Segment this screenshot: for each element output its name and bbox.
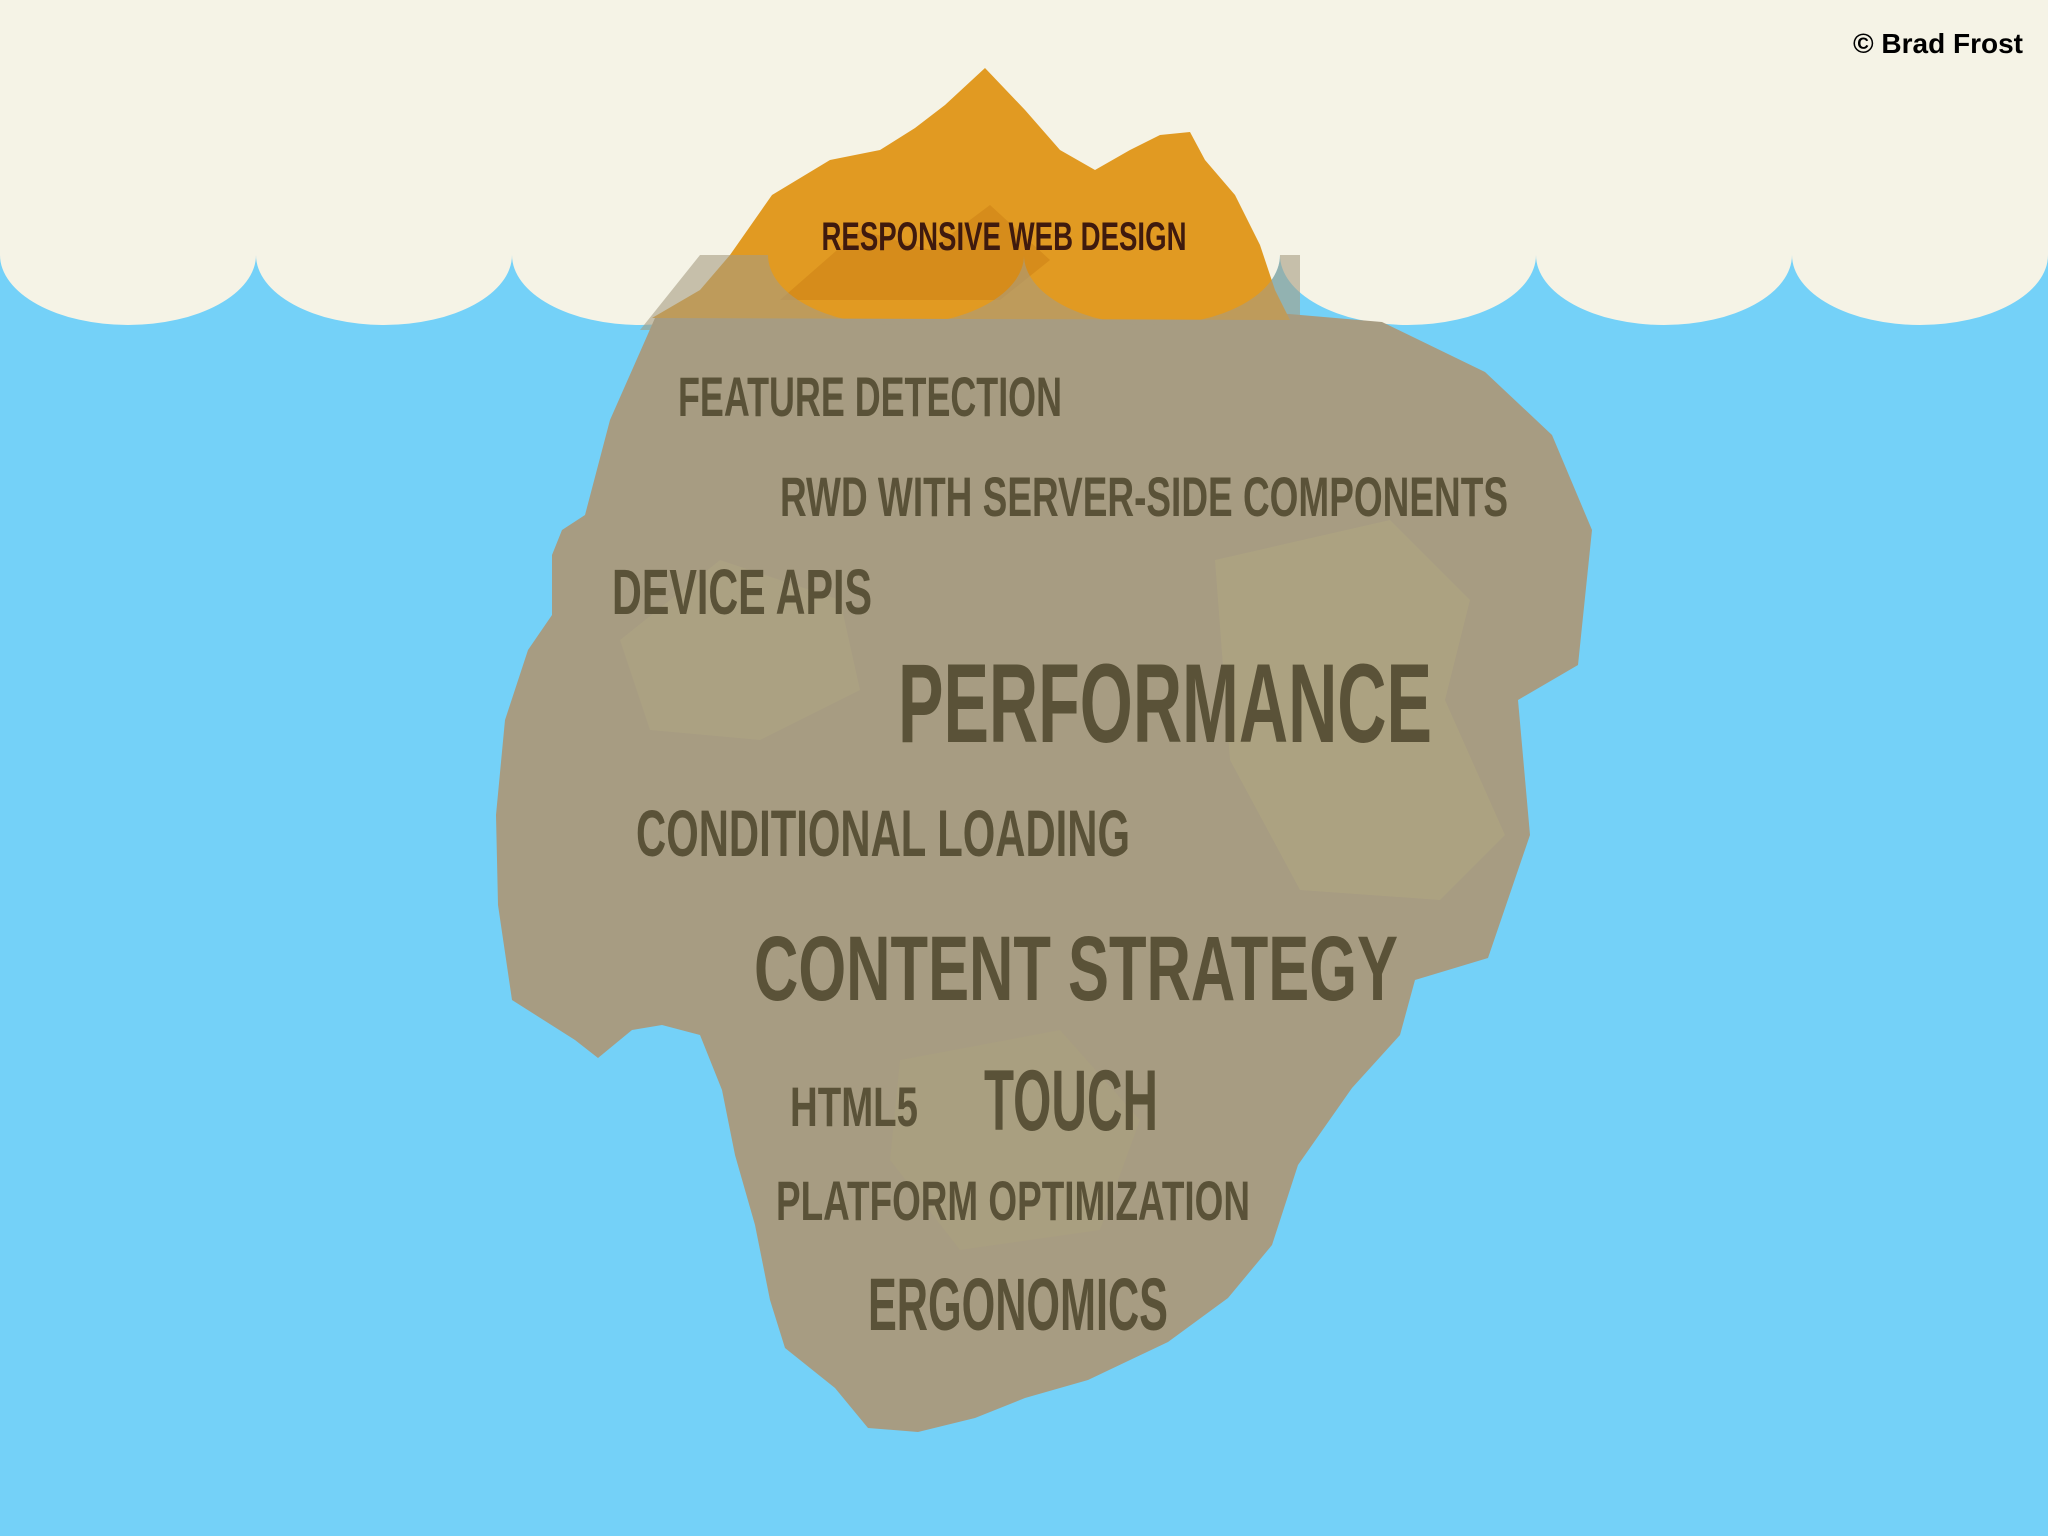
water-overlay <box>640 255 1300 330</box>
term-html5: HTML5 <box>790 1075 918 1138</box>
term-platform-optimization: PLATFORM OPTIMIZATION <box>776 1169 1250 1232</box>
term-ergonomics: ERGONOMICS <box>868 1263 1168 1346</box>
term-device-apis: DEVICE APIS <box>612 556 872 628</box>
copyright-credit: © Brad Frost <box>1853 28 2023 59</box>
tip-label: RESPONSIVE WEB DESIGN <box>822 215 1187 259</box>
term-conditional-loading: CONDITIONAL LOADING <box>636 796 1130 870</box>
term-rwd-server-side: RWD WITH SERVER-SIDE COMPONENTS <box>780 465 1508 528</box>
ice-facet <box>890 1030 1140 1250</box>
ice-facet <box>620 560 860 740</box>
ice-facet <box>1215 520 1505 900</box>
tip-shadow-facet <box>780 205 1050 300</box>
term-content-strategy: CONTENT STRATEGY <box>754 918 1398 1020</box>
term-touch: TOUCH <box>984 1053 1158 1149</box>
iceberg-submerged <box>496 312 1592 1432</box>
term-performance: PERFORMANCE <box>898 641 1432 766</box>
term-feature-detection: FEATURE DETECTION <box>678 365 1062 428</box>
iceberg-tip <box>652 68 1290 320</box>
